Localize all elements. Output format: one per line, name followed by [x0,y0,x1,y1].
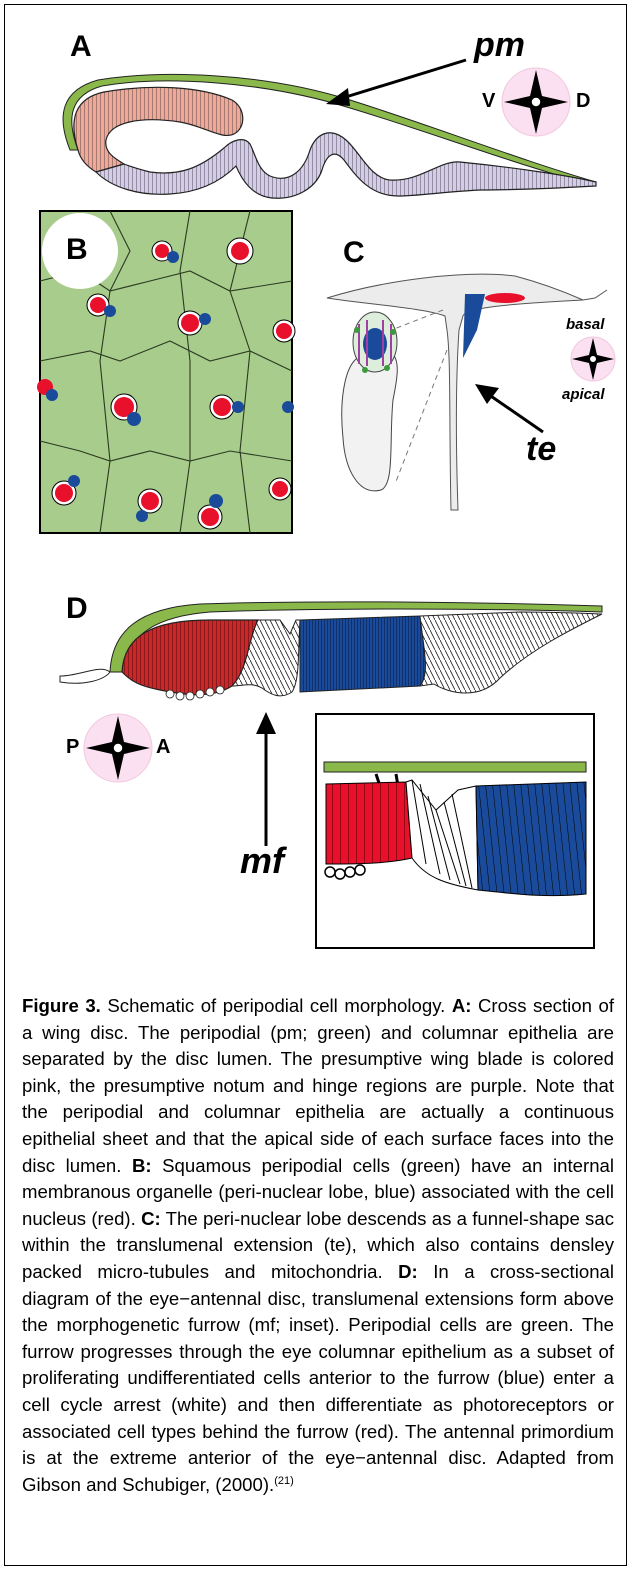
compass-d-left-label: P [66,736,79,759]
furrow-inset [316,714,594,948]
figure-caption: Figure 3. Schematic of peripodial cell m… [22,993,614,1498]
caption-title: Schematic of peripodial cell morphology. [107,995,445,1016]
caption-a-letter: A: [452,995,472,1016]
compass-rose-icon [496,62,576,142]
caption-reference: (21) [274,1475,294,1487]
panel-c-label: C [343,236,365,270]
apical-label: apical [562,386,605,403]
caption-d-letter: D: [398,1261,418,1282]
basal-label: basal [566,316,604,333]
compass-rose-icon [566,332,620,386]
pm-arrow [336,60,466,100]
compass-a-left-label: V [482,90,495,113]
eye-blue-region [300,616,425,692]
compass-a-right-label: D [576,90,590,113]
caption-b-letter: B: [132,1155,152,1176]
caption-d-text: In a cross-sectional diagram of the eye−… [22,1261,614,1495]
mf-label: mf [240,840,284,882]
panel-b-label: B [66,233,88,267]
hinge-region [96,133,596,198]
figure-label: Figure 3. [22,995,101,1016]
te-label: te [526,430,556,469]
eye-antennal-disc-diagram [0,590,633,710]
te-arrowhead [475,384,499,404]
mf-arrow [251,710,281,850]
caption-a-text: Cross section of a wing disc. The peripo… [22,995,614,1176]
caption-c-letter: C: [141,1208,161,1229]
compass-d-right-label: A [156,736,170,759]
te-arrow [485,392,543,432]
antennal-region [420,612,602,693]
compass-rose-icon [78,708,158,788]
